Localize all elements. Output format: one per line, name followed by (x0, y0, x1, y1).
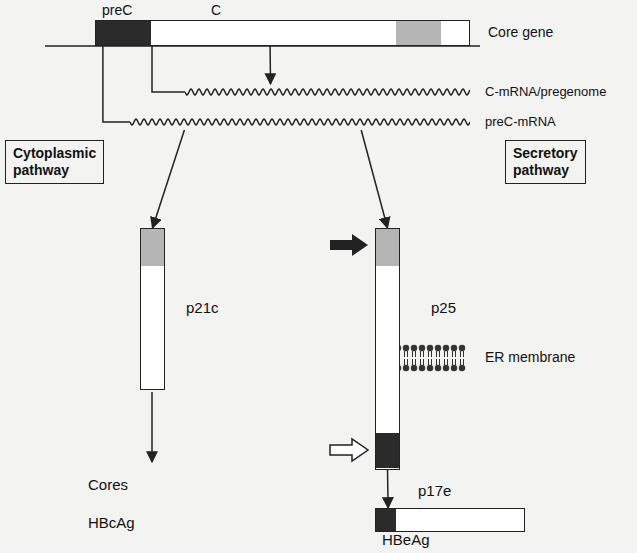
lipid-head (435, 365, 441, 371)
lipid-tail (455, 351, 456, 357)
lipid-tail (460, 351, 461, 357)
lipid-tail (444, 351, 445, 357)
mrna-line: C-mRNA/pregenome (185, 84, 470, 100)
lipid-head (419, 365, 425, 371)
lipid-tail (407, 351, 408, 357)
lipid-head (435, 345, 441, 351)
lipid-head (403, 365, 409, 371)
protein-bar: p25 (375, 228, 400, 470)
lipid-tail (431, 351, 432, 357)
transcription-arrow (152, 46, 185, 92)
protein-domain (96, 21, 151, 45)
pathway-label: Secretory pathway (513, 145, 578, 179)
lipid-tail (428, 359, 429, 365)
transcription-arrow (153, 130, 185, 228)
protein-domain (396, 21, 441, 45)
lipid-tail (420, 351, 421, 357)
lipid-tail (407, 359, 408, 365)
lipid-tail (412, 351, 413, 357)
lipid-head (451, 345, 457, 351)
antigen-label: HBeAg (382, 531, 430, 549)
pathway-label: Cytoplasmic pathway (13, 145, 96, 179)
lipid-head (411, 345, 417, 351)
protein-label: p17e (418, 482, 451, 500)
lipid-tail (452, 351, 453, 357)
mrna-wave (130, 114, 470, 130)
lipid-tail (428, 351, 429, 357)
signal-arrow (330, 234, 368, 256)
membrane-label: ER membrane (485, 349, 575, 366)
lipid-head (427, 365, 433, 371)
lipid-tail (415, 359, 416, 365)
core-gene-bar: preCCCore gene (95, 20, 470, 46)
protein-label: p21c (186, 299, 219, 317)
lipid-tail (423, 359, 424, 365)
lipid-tail (439, 351, 440, 357)
lipid-tail (460, 359, 461, 365)
lipid-tail (415, 351, 416, 357)
transcription-arrow (361, 130, 387, 228)
region-label: preC (102, 2, 132, 19)
lipid-tail (431, 359, 432, 365)
lipid-tail (452, 359, 453, 365)
protein-bar: p17e (375, 508, 525, 532)
lipid-tail (404, 359, 405, 365)
lipid-head (403, 345, 409, 351)
region-label: C (211, 2, 221, 19)
transcription-arrow (269, 46, 271, 84)
lipid-tail (447, 359, 448, 365)
mrna-wave (185, 84, 470, 100)
lipid-head (411, 365, 417, 371)
gene-label: Core gene (488, 24, 553, 41)
lipid-head (427, 345, 433, 351)
lipid-tail (447, 351, 448, 357)
lipid-tail (444, 359, 445, 365)
protein-domain (376, 433, 399, 468)
lipid-tail (436, 351, 437, 357)
lipid-tail (463, 351, 464, 357)
lipid-head (459, 365, 465, 371)
protein-bar: p21c (140, 228, 165, 390)
pathway-box: Cytoplasmic pathway (5, 140, 104, 184)
lipid-tail (420, 359, 421, 365)
protein-domain (141, 229, 164, 266)
mrna-label: preC-mRNA (485, 114, 556, 130)
lipid-head (419, 345, 425, 351)
lipid-head (443, 345, 449, 351)
protein-domain (376, 509, 396, 531)
mrna-label: C-mRNA/pregenome (485, 84, 606, 100)
pathway-arrow (151, 392, 153, 462)
lipid-tail (455, 359, 456, 365)
transcription-arrow (103, 46, 130, 122)
lipid-tail (439, 359, 440, 365)
lipid-tail (463, 359, 464, 365)
antigen-label: HBcAg (88, 514, 135, 532)
lipid-tail (404, 351, 405, 357)
transcription-arrow (387, 470, 389, 508)
lipid-head (451, 365, 457, 371)
lipid-head (459, 345, 465, 351)
lipid-tail (412, 359, 413, 365)
lipid-tail (436, 359, 437, 365)
antigen-label: Cores (88, 476, 128, 494)
lipid-tail (423, 351, 424, 357)
protein-domain (376, 229, 399, 266)
lipid-head (443, 365, 449, 371)
protein-label: p25 (431, 299, 456, 317)
mrna-wave (185, 89, 470, 95)
mrna-line: preC-mRNA (130, 114, 470, 130)
pathway-box: Secretory pathway (505, 140, 586, 184)
cleavage-arrow (330, 439, 368, 461)
mrna-wave (130, 119, 470, 125)
